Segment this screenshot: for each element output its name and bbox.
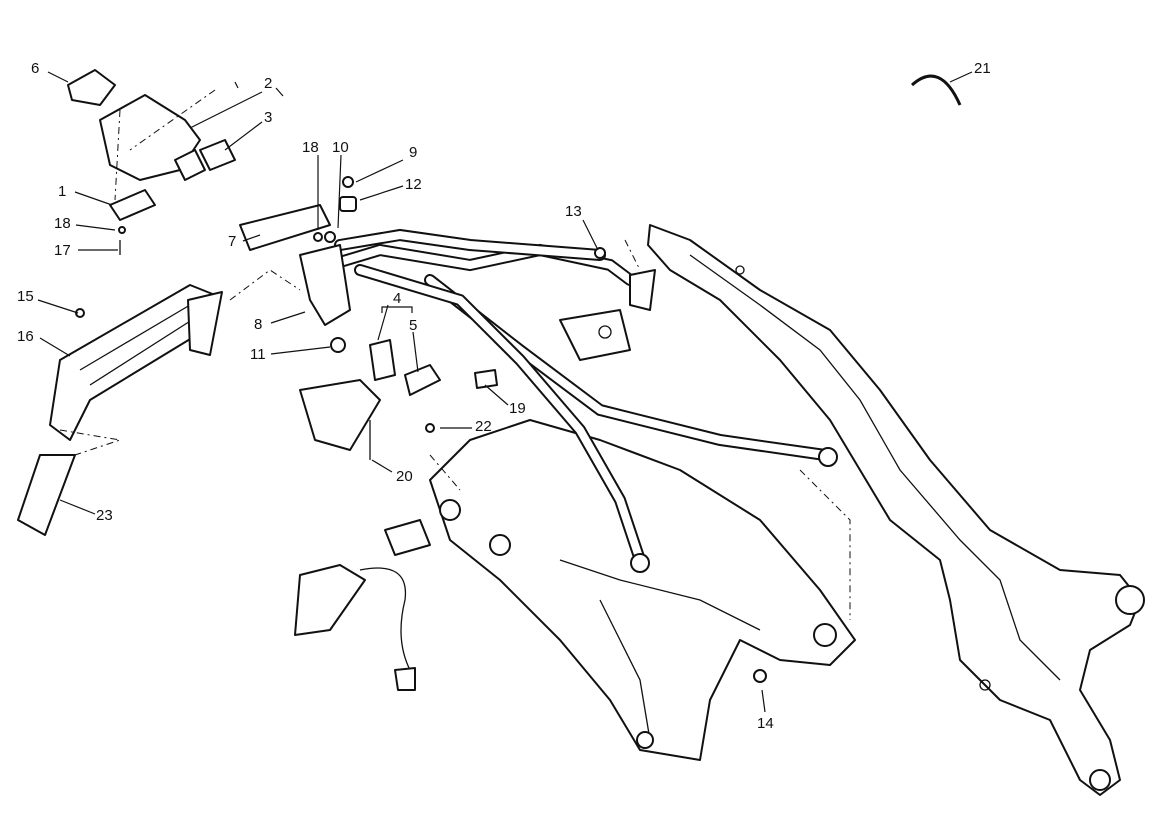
callout-19: 19 [509,400,526,417]
license-light-assembly [67,69,236,255]
callout-11: 11 [250,346,266,363]
rear-undertray [429,419,856,761]
reflector-part [17,454,76,536]
callout-17: 17 [54,242,71,259]
callout-18-center: 18 [302,139,319,156]
callout-8: 8 [254,316,262,333]
leader-lines [37,71,973,713]
callout-10: 10 [332,139,349,156]
license-plate-support-frame [299,228,838,573]
rubber-plate-part [239,204,331,251]
fasteners [75,176,767,683]
callout-14: 14 [757,715,774,732]
callout-9: 9 [409,144,417,161]
callout-16: 16 [17,328,34,345]
callout-labels: 6 2 3 1 18 17 18 10 9 12 7 13 21 15 16 8… [17,60,991,732]
callout-15: 15 [17,288,34,305]
callout-12: 12 [405,176,422,193]
cable-tie-part [911,74,962,106]
callout-21: 21 [974,60,991,77]
callout-23: 23 [96,507,113,524]
callout-1: 1 [58,183,66,200]
rear-light-and-wiring [294,339,498,691]
callout-18-left: 18 [54,215,71,232]
rear-subframe [647,224,1145,796]
callout-5: 5 [409,317,417,334]
callout-20: 20 [396,468,413,485]
callout-4: 4 [393,290,401,307]
callout-22: 22 [475,418,492,435]
callout-13: 13 [565,203,582,220]
callout-7: 7 [228,233,236,250]
callout-6: 6 [31,60,39,77]
license-plate-holder [49,284,223,441]
callout-2: 2 [264,75,272,92]
callout-3: 3 [264,109,272,126]
